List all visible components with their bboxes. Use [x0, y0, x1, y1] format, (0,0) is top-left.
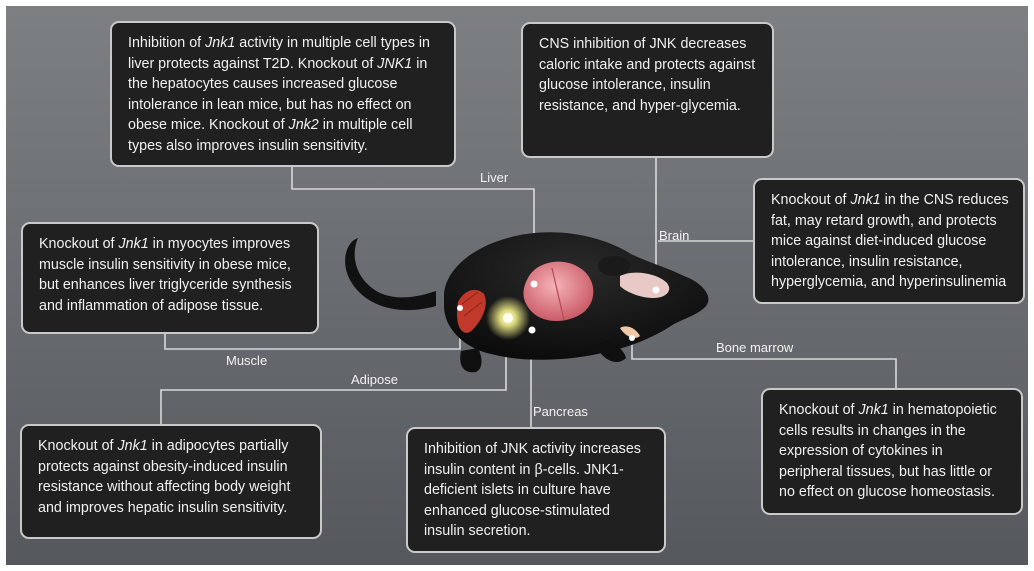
gene-name: Jnk1 — [118, 236, 148, 252]
muscle-info-box: Knockout of Jnk1 in myocytes improves mu… — [21, 222, 319, 334]
gene-name: Jnk1 — [850, 192, 880, 208]
liver-organ — [523, 262, 593, 321]
pancreas-organ — [529, 327, 536, 334]
brain-info-box: Knockout of Jnk1 in the CNS reduces fat,… — [753, 178, 1025, 304]
diagram-panel: Inhibition of Jnk1 activity in multiple … — [6, 6, 1028, 565]
liver-info-box: Inhibition of Jnk1 activity in multiple … — [110, 21, 456, 167]
adipose-label: Adipose — [351, 372, 398, 387]
gene-name: Jnk1 — [117, 438, 147, 454]
cns-info-box: CNS inhibition of JNK decreases caloric … — [521, 22, 774, 158]
muscle-label: Muscle — [226, 353, 267, 368]
bone-marrow-info-box: Knockout of Jnk1 in hematopoietic cells … — [761, 388, 1023, 515]
adipose-info-box: Knockout of Jnk1 in adipocytes partially… — [20, 424, 322, 539]
bone-marrow-label: Bone marrow — [716, 340, 793, 355]
muscle-point — [457, 305, 463, 311]
brain-label: Brain — [659, 228, 689, 243]
pancreas-label: Pancreas — [533, 404, 588, 419]
gene-name: Jnk2 — [289, 117, 319, 133]
liver-label: Liver — [480, 170, 508, 185]
gene-name: Jnk1 — [858, 402, 888, 418]
liver-point — [531, 281, 538, 288]
adipose-glow — [486, 296, 530, 340]
gene-name: Jnk1 — [205, 35, 235, 51]
gene-name: JNK1 — [377, 56, 412, 72]
pancreas-info-box: Inhibition of JNK activity increases ins… — [406, 427, 666, 553]
